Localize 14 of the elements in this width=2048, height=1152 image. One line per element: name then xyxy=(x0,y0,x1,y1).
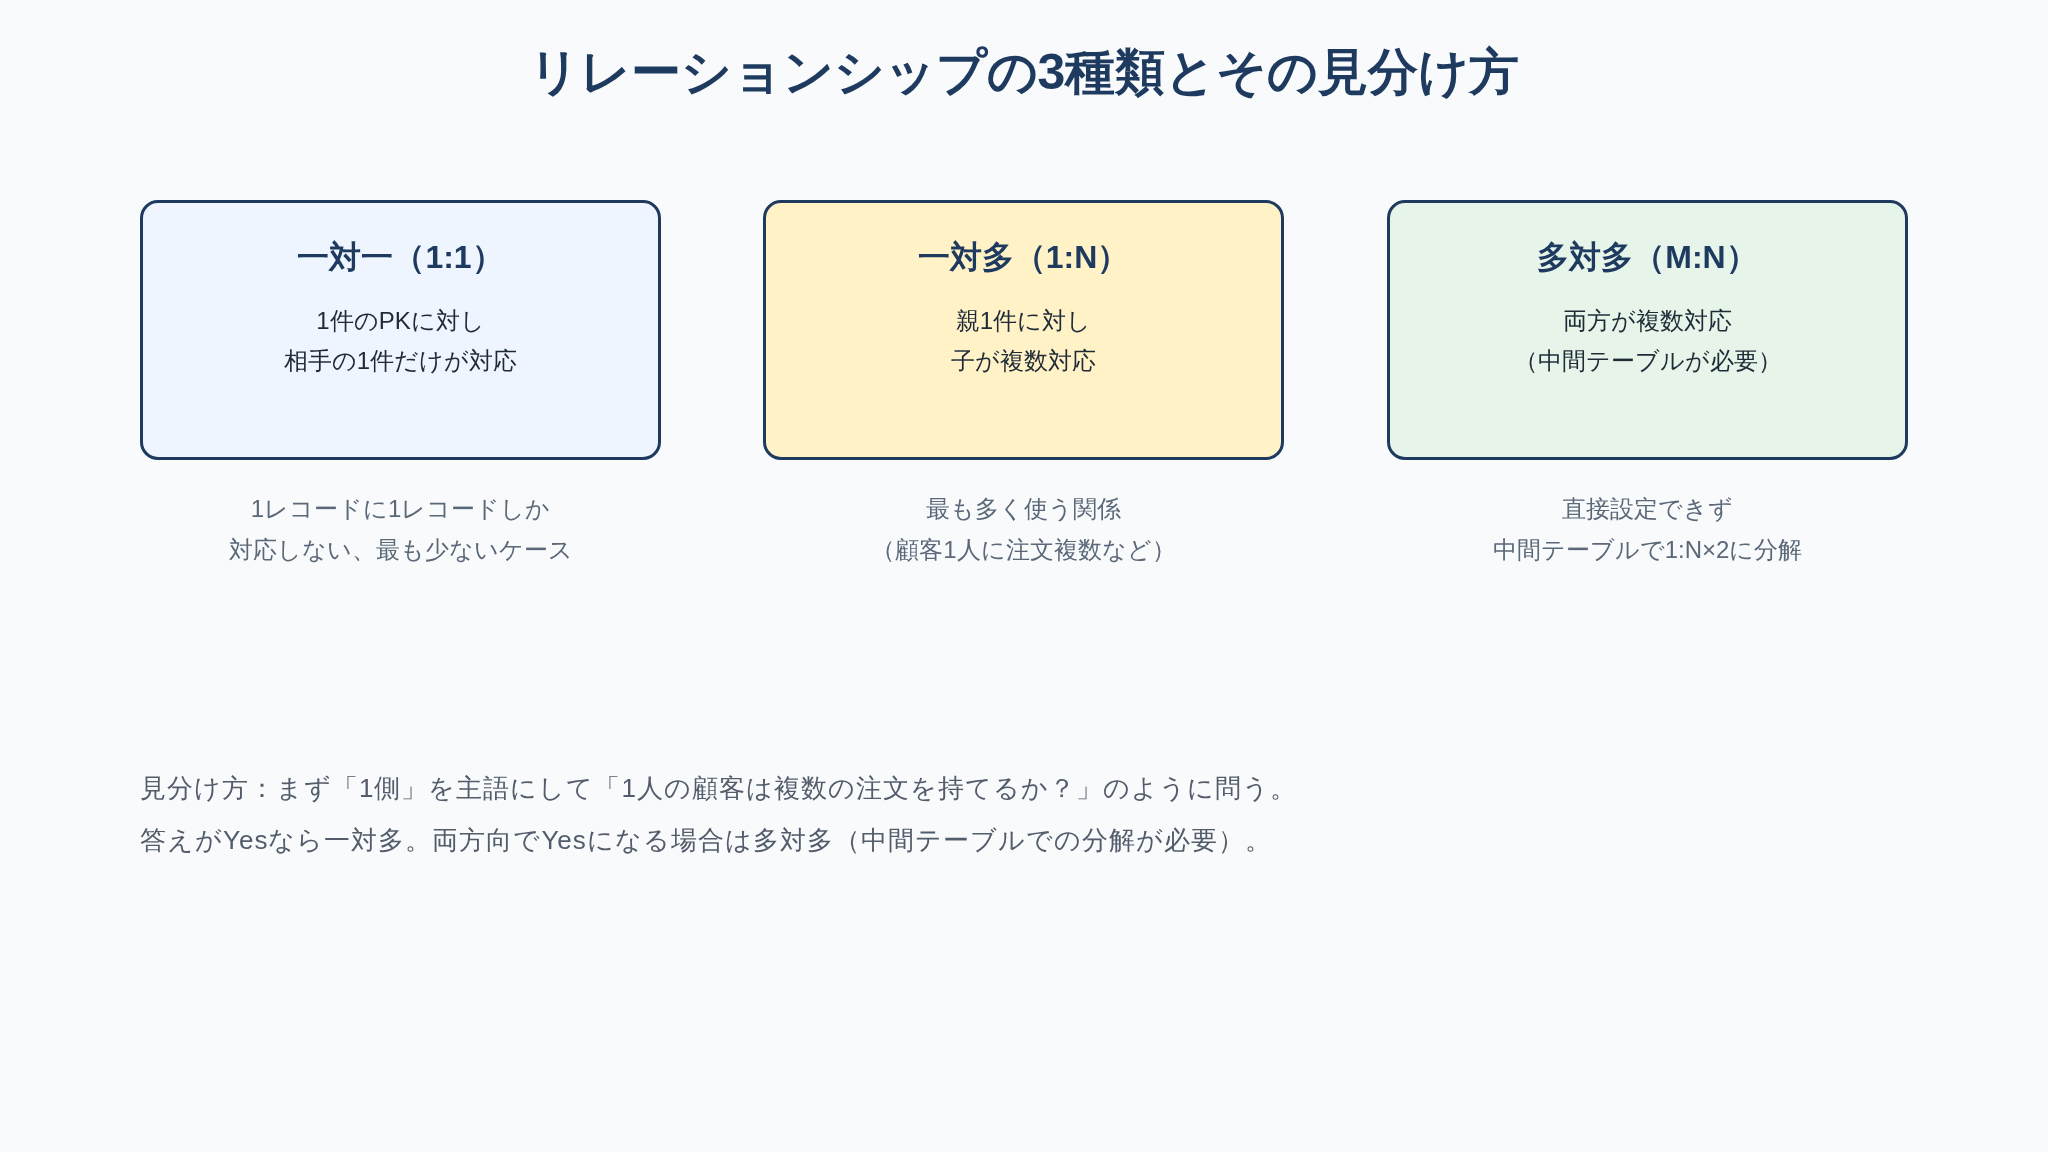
title: リレーションシップの3種類とその見分け方 xyxy=(528,43,1520,102)
card-description: 親1件に対し子が複数対応 xyxy=(950,306,1097,376)
relationship-card xyxy=(140,200,661,460)
relationship-card xyxy=(763,200,1284,460)
card-note: 直接設定できず中間テーブルで1:N×2に分解 xyxy=(1491,494,1804,565)
card-note: 1レコードに1レコードしか対応しない、最も少ないケース xyxy=(227,494,574,565)
card-description: 両方が複数対応（中間テーブルが必要） xyxy=(1512,306,1783,376)
hint-text: 見分け方：まず「1側」を主語にして「1人の顧客は複数の注文を持てるか？」のように問う。答えがYesなら一対多。両方向でYesになる場合は多対多（中間テーブルでの分解が必要）。 xyxy=(140,772,1298,857)
card-heading: 一対多（1:N） xyxy=(917,238,1130,277)
relationship-card xyxy=(1387,200,1908,460)
card-note: 最も多く使う関係（顧客1人に注文複数など） xyxy=(870,494,1177,565)
card-heading: 多対多（M:N） xyxy=(1537,238,1758,277)
card-description: 1件のPKに対し相手の1件だけが対応 xyxy=(282,306,519,376)
card-heading: 一対一（1:1） xyxy=(297,238,504,277)
